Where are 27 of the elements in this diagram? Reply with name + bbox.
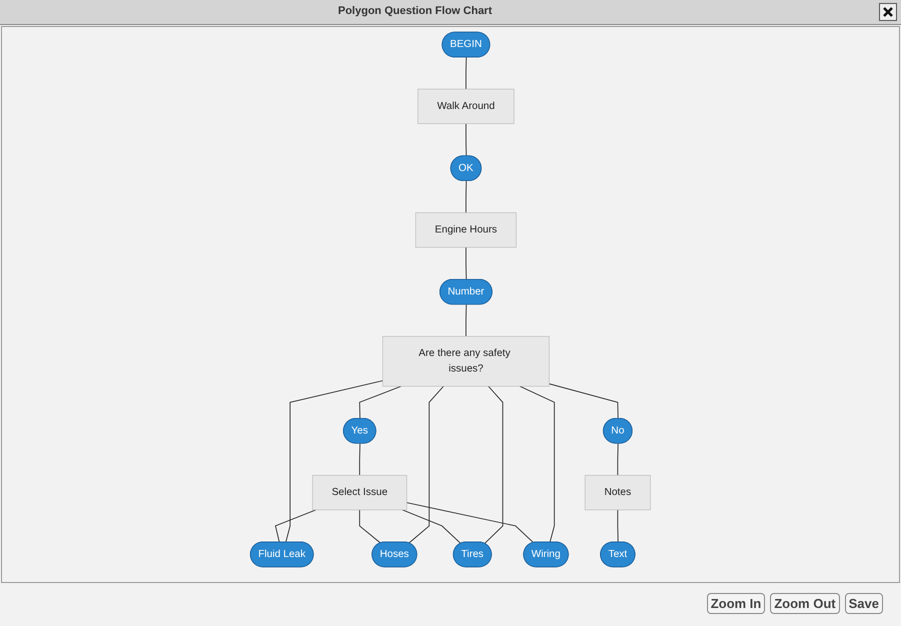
zoom-out-button: Zoom Out <box>770 593 840 614</box>
connector <box>402 509 462 544</box>
window-title: Polygon Question Flow Chart <box>337 5 493 17</box>
node-box: Are there any safety issues? <box>382 336 550 387</box>
connector <box>466 246 467 280</box>
connector <box>520 386 555 543</box>
node-box: Select Issue <box>312 474 408 510</box>
zoom-in-button: Zoom In <box>706 593 766 614</box>
connector <box>466 123 467 156</box>
connector <box>286 380 384 543</box>
save-button: Save <box>844 593 883 614</box>
connector <box>548 383 619 420</box>
connector <box>617 509 619 543</box>
connector <box>359 509 382 544</box>
node-box: Notes <box>584 474 651 510</box>
connector <box>466 180 467 214</box>
connector <box>484 386 504 544</box>
connector <box>275 509 317 543</box>
connector <box>617 443 619 476</box>
connector <box>359 386 402 420</box>
connector <box>466 304 467 337</box>
node-box: Walk Around <box>418 88 515 124</box>
connector <box>406 502 534 543</box>
node-box: Engine Hours <box>416 212 517 248</box>
connector <box>408 386 444 544</box>
connector <box>359 443 361 476</box>
connector <box>466 57 467 90</box>
